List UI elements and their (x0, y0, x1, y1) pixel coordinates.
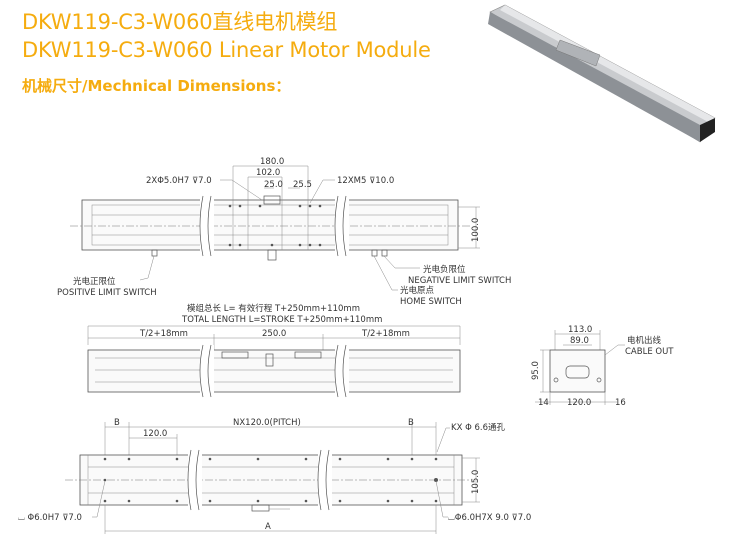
mid-dim: 250.0 (262, 329, 286, 339)
product-image (488, 4, 716, 143)
neg-limit-en: NEGATIVE LIMIT SWITCH (408, 276, 511, 286)
pos-limit-cn: 光电正限位 (73, 276, 116, 287)
home-en: HOME SWITCH (400, 297, 462, 307)
dim-25-5: 25.5 (293, 180, 312, 190)
left-dim: T/2+18mm (139, 329, 188, 339)
top-view: 180.0 102.0 25.0 25.5 2XΦ5.0H7 ⊽7.0 12XM… (57, 157, 511, 307)
end-view: 113.0 89.0 95.0 14 120.0 16 电机出线 CABLE O… (531, 325, 674, 408)
title-chinese: DKW119-C3-W060直线电机模组 (22, 10, 338, 34)
through-hole-callout: KX Φ 6.6通孔 (451, 422, 506, 433)
b-right: B (408, 418, 414, 428)
dim-95: 95.0 (531, 361, 541, 380)
dim-A: A (265, 522, 271, 532)
right-hole-callout: ⌴Φ6.0H7X 9.0 ⊽7.0 (448, 513, 531, 523)
dim-14: 14 (538, 398, 549, 408)
title-english: DKW119-C3-W060 Linear Motor Module (22, 38, 431, 62)
pos-limit-en: POSITIVE LIMIT SWITCH (57, 288, 157, 298)
dim-120: 120.0 (567, 398, 591, 408)
cable-out-en: CABLE OUT (625, 347, 674, 357)
dim-105: 105.0 (471, 470, 481, 494)
pitch-dim: NX120.0(PITCH) (233, 418, 301, 428)
cable-out-cn: 电机出线 (627, 335, 662, 346)
dim-89: 89.0 (570, 336, 589, 346)
total-length-cn: 模组总长 L= 有效行程 T+250mm+110mm (187, 303, 360, 314)
left-hole-callout: ⌴ Φ6.0H7 ⊽7.0 (18, 513, 82, 523)
dim-113: 113.0 (568, 325, 592, 335)
b-left: B (114, 418, 120, 428)
dim-100: 100.0 (471, 218, 481, 242)
side-view: 模组总长 L= 有效行程 T+250mm+110mm TOTAL LENGTH … (87, 303, 461, 398)
pin-hole-callout: 2XΦ5.0H7 ⊽7.0 (146, 176, 212, 186)
dim-102: 102.0 (256, 168, 280, 178)
section-heading: 机械尺寸/Mechnical Dimensions： (22, 77, 291, 95)
neg-limit-cn: 光电负限位 (423, 264, 466, 275)
dim-16: 16 (615, 398, 626, 408)
right-dim: T/2+18mm (361, 329, 410, 339)
dim-25: 25.0 (264, 180, 283, 190)
bottom-view: B NX120.0(PITCH) B 120.0 KX Φ 6.6通孔 105.… (18, 418, 531, 534)
dim-120-bottom: 120.0 (143, 429, 167, 439)
total-length-en: TOTAL LENGTH L=STROKE T+250mm+110mm (181, 315, 382, 325)
home-cn: 光电原点 (400, 285, 435, 296)
dim-180: 180.0 (260, 157, 284, 167)
thread-callout: 12XM5 ⊽10.0 (337, 176, 394, 186)
